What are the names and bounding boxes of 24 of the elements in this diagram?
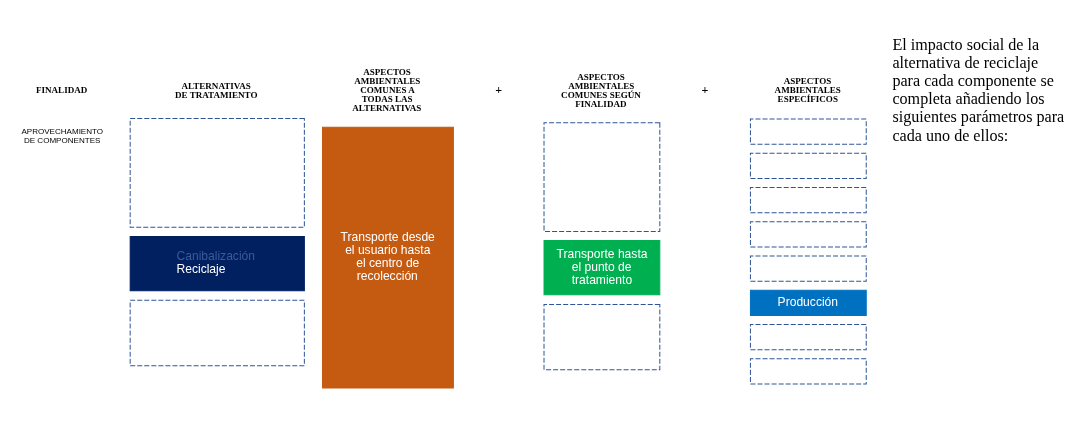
node-text: APROVECHAMIENTO DE COMPONENTES [21,127,104,146]
label: + [701,82,709,97]
node-box: Transporte desde el usuario hasta el centro de recolección [322,126,454,389]
node-box [749,152,867,180]
label: ALTERNATIVAS DE TRATAMIENTO [174,80,258,100]
node-box [543,122,661,232]
node-box [749,187,867,214]
label: + [495,82,503,97]
node-box: Producción [749,289,867,316]
node-box [749,221,867,248]
label: ASPECTOS AMBIENTALES COMUNES SEGÚN FINALIDAD [561,71,641,109]
node-box [749,324,867,351]
node-box [749,255,867,282]
node-box: Transporte hasta el punto de tratamiento [543,239,661,296]
label: ASPECTOS AMBIENTALES ESPECÍFICOS [774,76,841,105]
label: FINALIDAD [36,84,88,95]
node-box [129,118,305,228]
node-box [543,303,661,371]
node-box: Canibalización Reciclaje [129,235,305,292]
label: ASPECTOS AMBIENTALES COMUNES A TODAS LAS ALTERNATIVAS [352,67,422,114]
label: El impacto social de la alternativa de reciclaje para cada componente se completa añadiendo los siguientes parámetros para cada uno de ellos: [892,35,1065,144]
node-box [129,299,305,367]
node-box [749,118,867,145]
node-box [749,358,867,385]
